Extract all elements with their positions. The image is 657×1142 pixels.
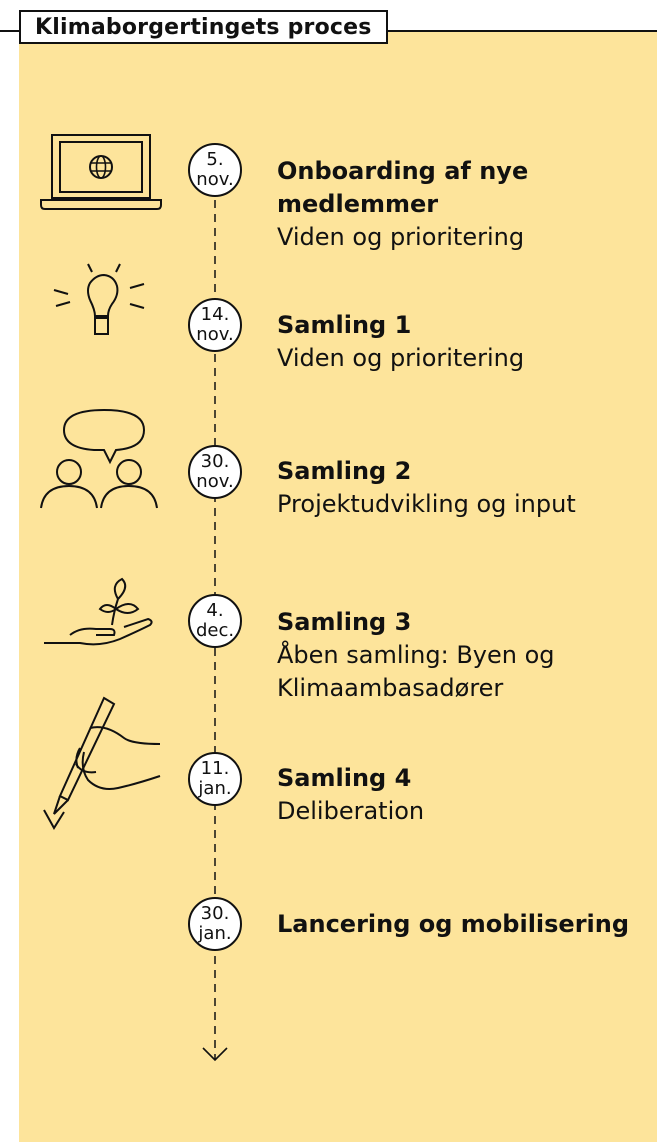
step-title: Lancering og mobilisering (277, 910, 630, 938)
date-circle: 11. jan. (188, 752, 242, 806)
page-title: Klimaborgertingets proces (35, 14, 372, 40)
lightbulb-icon (53, 263, 145, 335)
date-month: dec. (195, 620, 235, 641)
hand-sprout-icon (44, 577, 153, 646)
date-circle: 4. dec. (188, 594, 242, 648)
timeline-step: Samling 1 Viden og prioritering (277, 309, 647, 375)
step-title: Samling 3 (277, 608, 412, 636)
hand-pen-icon (43, 696, 161, 830)
date-circle: 30. nov. (188, 445, 242, 499)
date-month: jan. (198, 778, 232, 799)
step-subtitle: Viden og prioritering (277, 344, 525, 372)
step-title: Samling 4 (277, 764, 412, 792)
timeline-step: Lancering og mobilisering (277, 908, 647, 941)
date-month: nov. (196, 471, 234, 492)
step-subtitle: Viden og prioritering (277, 223, 525, 251)
date-day: 11. (200, 758, 230, 779)
step-title: Onboarding af nye (277, 157, 529, 185)
timeline-step: Samling 2 Projektudvikling og input (277, 455, 647, 521)
step-subtitle: Projektudvikling og input (277, 490, 576, 518)
date-day: 4. (206, 600, 224, 621)
step-title: Samling 1 (277, 311, 412, 339)
date-month: nov. (196, 324, 234, 345)
step-title: Samling 2 (277, 457, 412, 485)
date-day: 30. (200, 903, 230, 924)
date-circle: 30. jan. (188, 897, 242, 951)
people-speech-icon (40, 408, 158, 509)
step-title: medlemmer (277, 190, 439, 218)
step-subtitle: Klimaambasadører (277, 674, 504, 702)
title-box: Klimaborgertingets proces (19, 10, 388, 44)
date-day: 5. (206, 149, 224, 170)
date-circle: 5. nov. (188, 143, 242, 197)
timeline-arrow-icon (202, 1047, 228, 1062)
step-subtitle: Deliberation (277, 797, 425, 825)
timeline-step: Samling 4 Deliberation (277, 762, 647, 828)
date-month: nov. (196, 169, 234, 190)
date-day: 14. (200, 304, 230, 325)
date-month: jan. (198, 923, 232, 944)
laptop-globe-icon (40, 134, 162, 210)
date-circle: 14. nov. (188, 298, 242, 352)
timeline-step: Samling 3 Åben samling: Byen og Klimaamb… (277, 606, 647, 705)
date-day: 30. (200, 451, 230, 472)
timeline-step: Onboarding af nye medlemmer Viden og pri… (277, 155, 647, 254)
step-subtitle: Åben samling: Byen og (277, 641, 555, 669)
